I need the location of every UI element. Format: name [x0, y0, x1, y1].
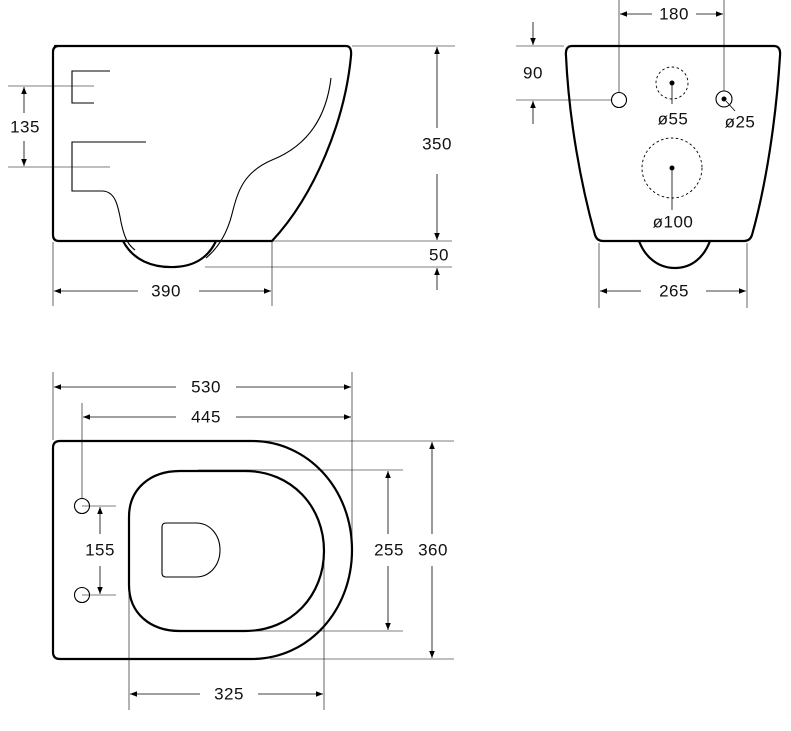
leader-line: [725, 100, 736, 112]
dim-rear-outlet-diameter: ø100: [653, 213, 694, 232]
top-view-flush-opening: [161, 522, 221, 578]
side-view-rim-profile: [71, 70, 110, 104]
dim-rear-bolt-height: 90: [523, 64, 543, 83]
dim-rear-bolt-diameter: ø25: [725, 113, 756, 132]
side-view-outline: [51, 44, 353, 243]
dim-side-length: 390: [151, 282, 181, 301]
dim-top-total-length: 530: [191, 378, 221, 397]
dim-side-inlet-height: 135: [10, 118, 40, 137]
top-view-bowl-rim: [127, 469, 326, 633]
rear-outlet-center: [669, 165, 675, 171]
side-view-inner-curve: [205, 77, 332, 259]
top-view: 530 445 155 255 360 325: [51, 372, 454, 710]
dim-top-bowl-width: 255: [374, 541, 404, 560]
dim-rear-inlet-diameter: ø55: [658, 110, 689, 129]
side-view-inlet-profile: [71, 141, 146, 251]
rear-view-outline: [564, 44, 782, 243]
top-view-outline: [51, 439, 354, 661]
dim-side-height: 350: [422, 135, 452, 154]
dim-top-length-from-bolts: 445: [191, 408, 221, 427]
dim-rear-width: 265: [659, 282, 689, 301]
side-view: 350 50 135 390: [8, 44, 455, 306]
dim-rear-bolt-spacing: 180: [659, 5, 689, 24]
rear-left-bolt-hole: [610, 91, 628, 109]
rear-view: ø25 ø55 ø100 180 90 265: [516, 0, 782, 308]
dim-top-bolt-spacing: 155: [85, 541, 115, 560]
dim-top-bowl-length: 325: [214, 685, 244, 704]
rear-inlet-center: [669, 80, 675, 86]
dim-side-overhang: 50: [429, 246, 449, 265]
rear-inlet-circle: [655, 66, 689, 100]
side-view-bottom-outlet: [121, 239, 218, 269]
rear-right-bolt-center: [721, 96, 727, 102]
rear-view-bottom-outlet: [637, 239, 712, 270]
dim-top-total-width: 360: [418, 541, 448, 560]
